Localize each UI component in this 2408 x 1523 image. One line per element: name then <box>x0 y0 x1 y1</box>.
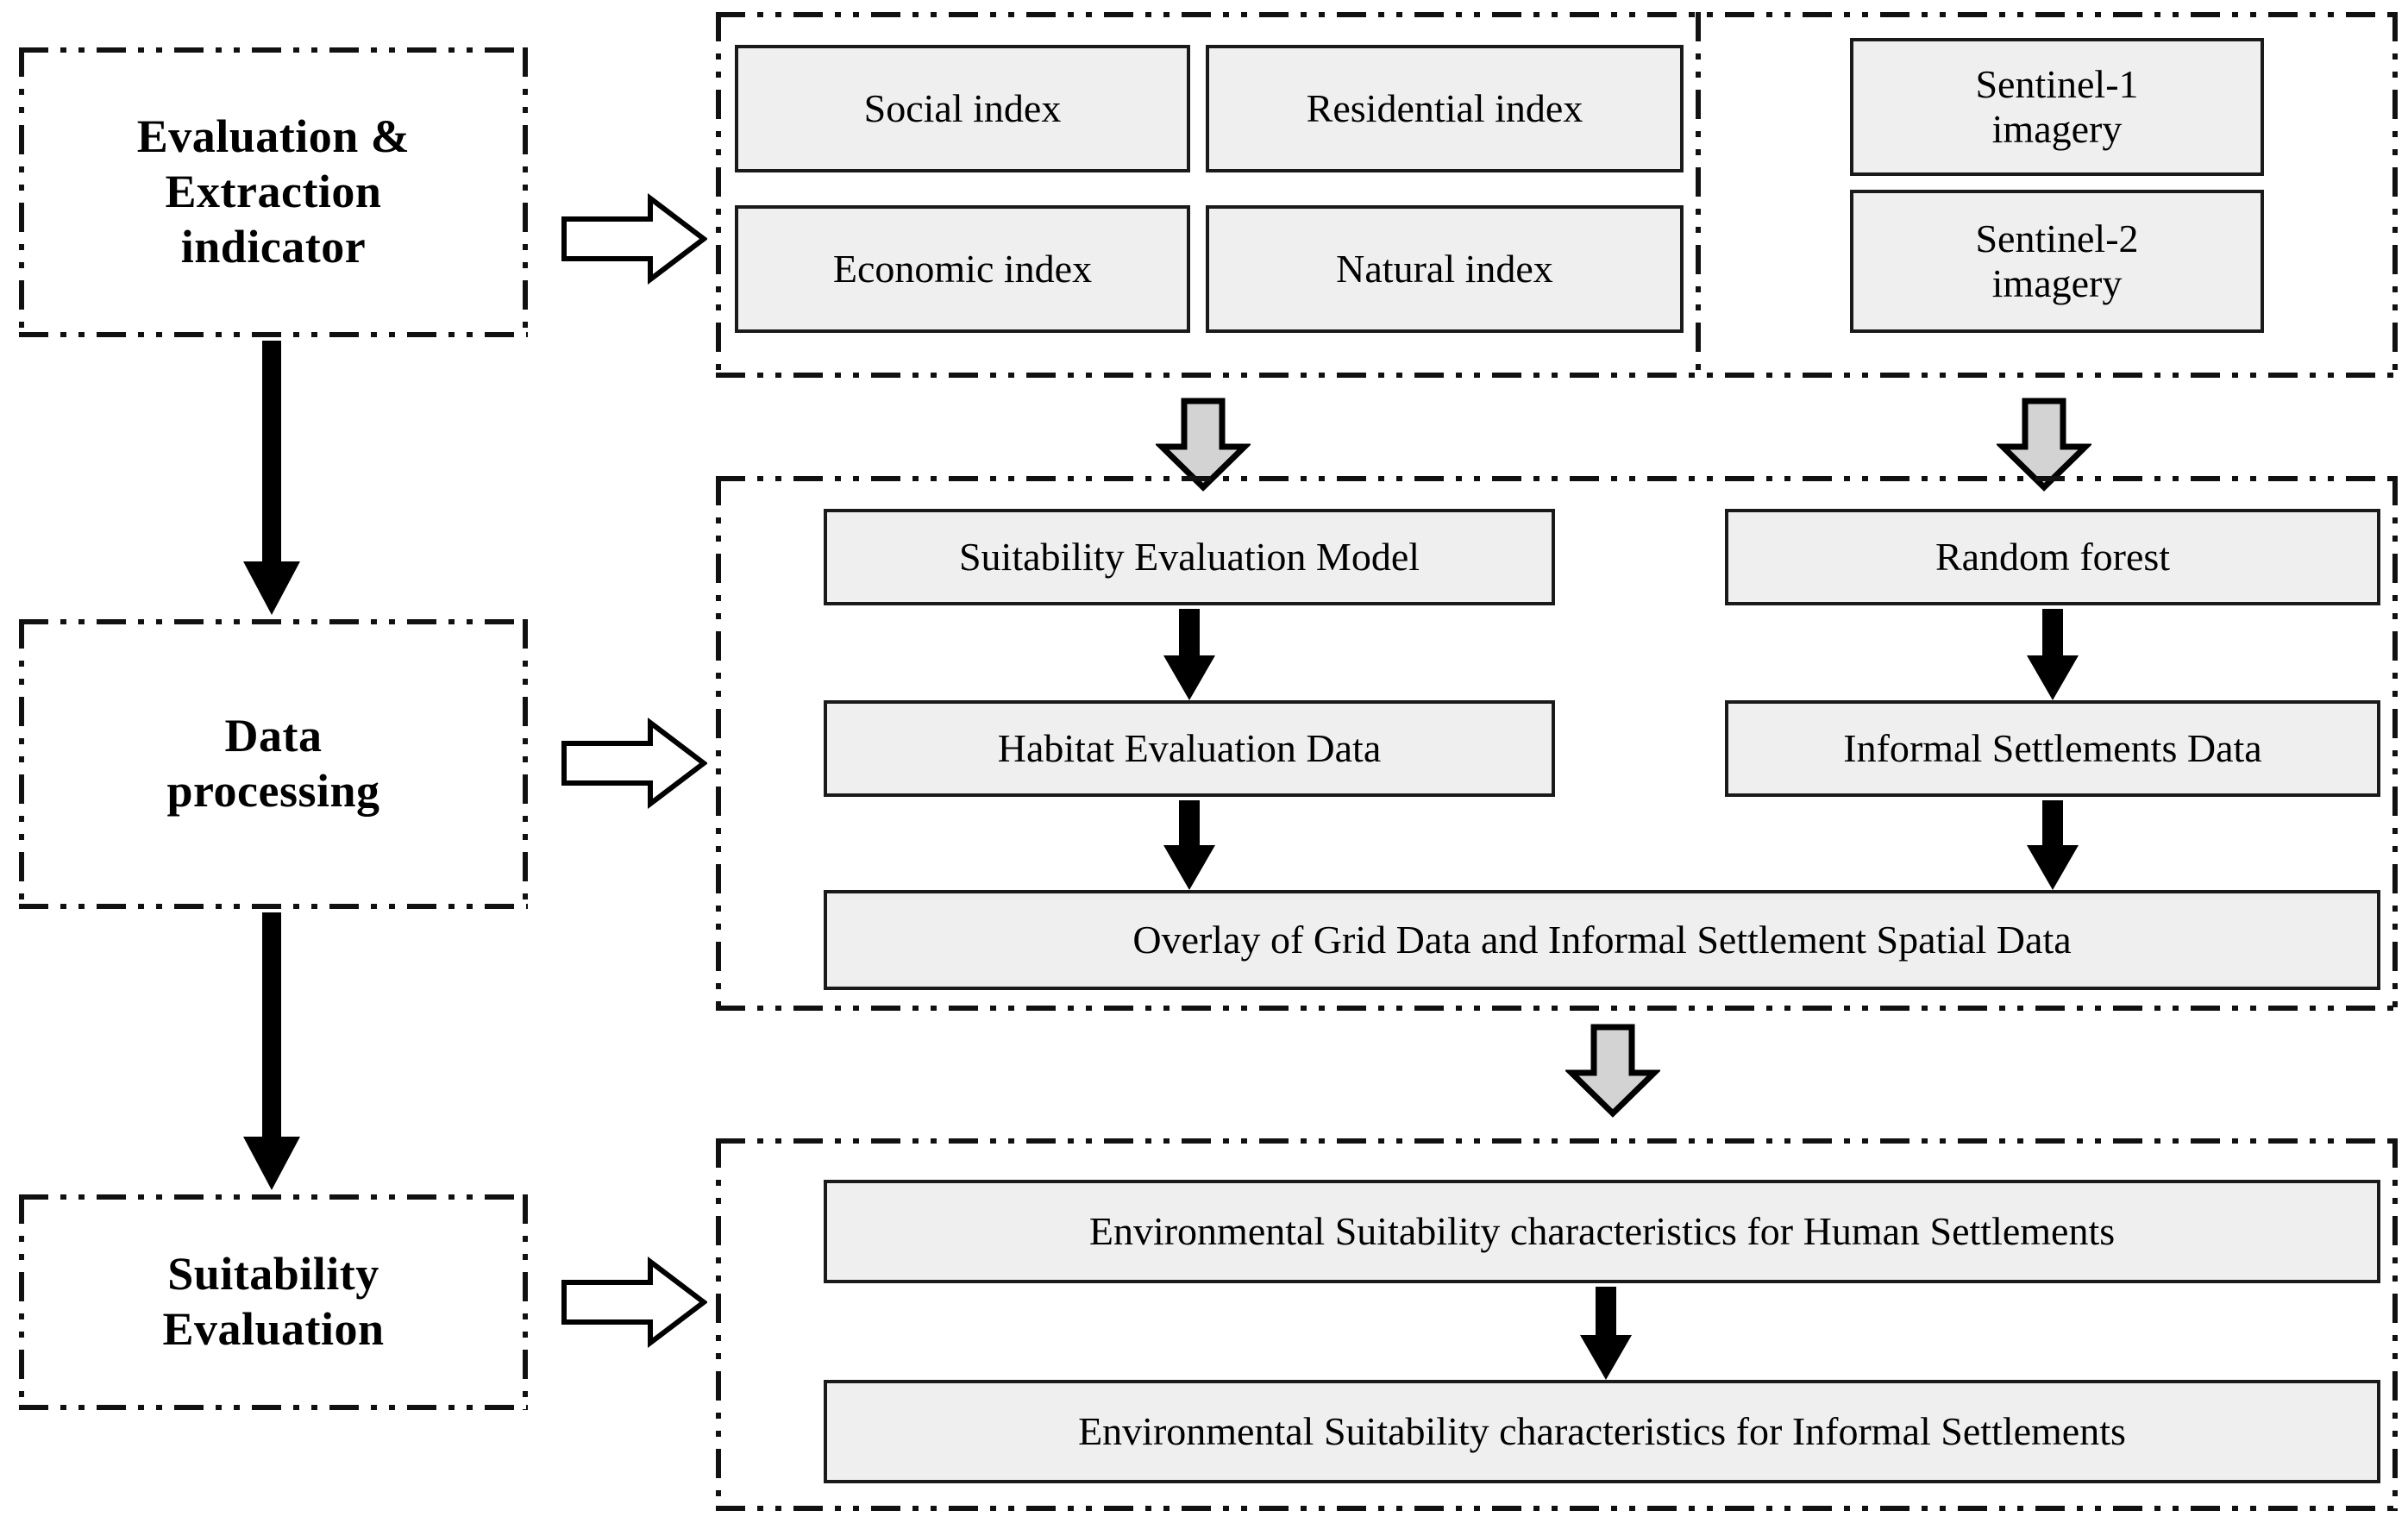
solid-down-arrow-icon-model-to-habitat <box>1163 609 1215 700</box>
solid-down-arrow-icon-human-to-informal <box>1580 1287 1632 1380</box>
arrow-shaft <box>262 912 281 1138</box>
arrow-shaft <box>1179 609 1200 657</box>
stage-label-suitability-line2: Evaluation <box>162 1303 385 1355</box>
grey-block-down-arrow-icon-indices <box>1156 398 1251 492</box>
stage-label-indicator-line2: Extraction <box>165 166 382 218</box>
index-box-residential-label: Residential index <box>1306 85 1583 130</box>
arrow-head <box>2027 655 2079 700</box>
frame-edge-left <box>716 1138 721 1511</box>
process-box-random-forest-label: Random forest <box>1935 534 2171 579</box>
stage-label-indicator: Evaluation & Extraction indicator <box>19 47 528 337</box>
solid-down-arrow-icon-habitat-to-overlay <box>1163 800 1215 890</box>
result-box-human-settlements[interactable]: Environmental Suitability characteristic… <box>824 1180 2380 1283</box>
process-box-informal-data[interactable]: Informal Settlements Data <box>1725 700 2380 797</box>
imagery-box-sentinel-2-line1: Sentinel-2 <box>1975 216 2139 260</box>
result-box-informal-settlements-label: Environmental Suitability characteristic… <box>1078 1408 2126 1453</box>
solid-down-arrow-icon-rf-to-informal <box>2027 609 2079 700</box>
stage-label-processing: Data processing <box>19 619 528 909</box>
index-box-economic-label: Economic index <box>832 246 1093 291</box>
stage-label-processing-line1: Data <box>224 710 323 762</box>
arrow-shaft <box>2042 800 2063 847</box>
hollow-right-arrow-icon-indicator <box>561 192 707 285</box>
arrow-head <box>243 561 300 615</box>
process-box-overlay[interactable]: Overlay of Grid Data and Informal Settle… <box>824 890 2380 990</box>
arrow-head <box>1163 845 1215 890</box>
arrow-head <box>1163 655 1215 700</box>
arrow-shaft <box>2042 609 2063 657</box>
process-box-habitat-data-label: Habitat Evaluation Data <box>997 725 1382 770</box>
frame-edge-right <box>2392 1138 2398 1511</box>
imagery-box-sentinel-1-line1: Sentinel-1 <box>1975 61 2139 106</box>
hollow-right-arrow-icon-processing <box>561 717 707 810</box>
stage-label-indicator-line3: indicator <box>180 220 367 273</box>
arrow-shaft <box>262 341 281 563</box>
imagery-box-sentinel-2-line2: imagery <box>1991 261 2123 305</box>
imagery-box-sentinel-1-line2: imagery <box>1991 107 2123 151</box>
process-box-habitat-data[interactable]: Habitat Evaluation Data <box>824 700 1555 797</box>
arrow-head <box>2027 845 2079 890</box>
frame-edge-right <box>2392 476 2398 1011</box>
result-box-informal-settlements[interactable]: Environmental Suitability characteristic… <box>824 1380 2380 1483</box>
index-box-residential[interactable]: Residential index <box>1206 45 1684 172</box>
process-box-suitability-model-label: Suitability Evaluation Model <box>958 534 1420 579</box>
solid-down-arrow-icon-stage2-3 <box>243 912 300 1190</box>
stage-label-processing-line2: processing <box>166 765 380 817</box>
grey-block-down-arrow-icon-results <box>1565 1024 1660 1118</box>
result-box-human-settlements-label: Environmental Suitability characteristic… <box>1088 1208 2116 1253</box>
panel-divider-imagery <box>1696 12 1701 378</box>
solid-down-arrow-icon-informal-to-overlay <box>2027 800 2079 890</box>
solid-down-arrow-icon-stage1-2 <box>243 341 300 615</box>
index-box-economic[interactable]: Economic index <box>735 205 1190 333</box>
arrow-head <box>243 1137 300 1190</box>
frame-edge-left <box>716 12 721 378</box>
frame-edge-left <box>716 476 721 1011</box>
stage-label-suitability: Suitability Evaluation <box>19 1194 528 1410</box>
index-box-natural[interactable]: Natural index <box>1206 205 1684 333</box>
process-box-suitability-model[interactable]: Suitability Evaluation Model <box>824 509 1555 605</box>
stage-label-indicator-line1: Evaluation & <box>136 110 411 163</box>
index-box-natural-label: Natural index <box>1336 246 1553 291</box>
frame-edge-right <box>2392 12 2398 378</box>
process-box-random-forest[interactable]: Random forest <box>1725 509 2380 605</box>
index-box-social-label: Social index <box>863 85 1062 130</box>
imagery-box-sentinel-2[interactable]: Sentinel-2 imagery <box>1850 190 2264 333</box>
process-box-overlay-label: Overlay of Grid Data and Informal Settle… <box>1132 917 2072 962</box>
arrow-shaft <box>1596 1287 1616 1337</box>
stage-label-suitability-line1: Suitability <box>167 1248 379 1301</box>
index-box-social[interactable]: Social index <box>735 45 1190 172</box>
arrow-head <box>1580 1335 1632 1380</box>
arrow-shaft <box>1179 800 1200 847</box>
grey-block-down-arrow-icon-imagery <box>1997 398 2091 492</box>
imagery-box-sentinel-1[interactable]: Sentinel-1 imagery <box>1850 38 2264 176</box>
hollow-right-arrow-icon-suitability <box>561 1256 707 1349</box>
process-box-informal-data-label: Informal Settlements Data <box>1843 725 2262 770</box>
